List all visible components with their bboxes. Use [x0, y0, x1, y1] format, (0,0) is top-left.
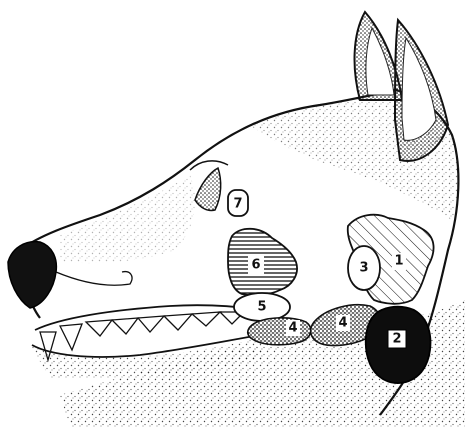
- region-2-label: 2: [392, 332, 401, 347]
- eye: [195, 168, 221, 211]
- region-1-label: 1: [394, 254, 403, 269]
- region-5-label: 5: [257, 300, 266, 315]
- nose: [8, 242, 56, 308]
- brow-line: [190, 161, 228, 170]
- region-7-label: 7: [233, 197, 242, 212]
- region-3-label: 3: [359, 261, 368, 276]
- region-4-left: [248, 318, 311, 345]
- lip-line: [56, 272, 132, 286]
- muzzle-stipple: [60, 175, 195, 263]
- region-6-label: 6: [251, 258, 260, 273]
- region-4-left-label: 4: [288, 321, 297, 336]
- region-4-right-label: 4: [338, 316, 347, 331]
